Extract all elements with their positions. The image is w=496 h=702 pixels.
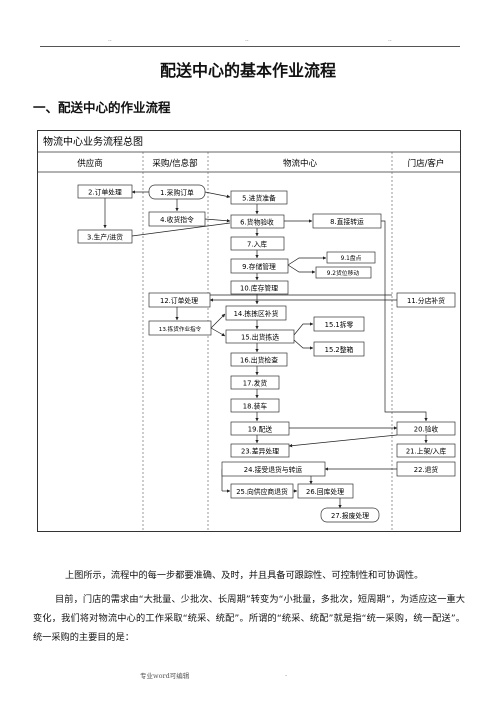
box-split-pieces: 15.1拆零 <box>325 320 354 329</box>
box-direct-transfer: 8.直接转运 <box>330 217 364 226</box>
box-store-replenish: 11.分店补货 <box>407 296 445 305</box>
header-mark: .. <box>108 36 112 43</box>
box-discrepancy: 23.差异处理 <box>241 447 279 456</box>
box-shelving: 21.上架/入库 <box>406 447 446 456</box>
box-loading: 18.装车 <box>243 402 268 411</box>
box-acceptance: 20.验收 <box>414 425 439 434</box>
box-warehousing: 7.入库 <box>247 240 267 249</box>
footer-right: . <box>285 670 288 678</box>
box-production-purchase: 3.生产/进货 <box>87 233 123 242</box>
figure-frame <box>37 130 461 532</box>
column-header-store: 门店/客户 <box>408 158 445 169</box>
box-receiving-instruction: 4.收货指令 <box>160 215 194 224</box>
box-stocktaking: 9.1盘点 <box>341 254 362 262</box>
header-mark: .. <box>245 36 249 43</box>
footer-left: 专业word可编辑 <box>140 672 190 680</box>
paragraph-2: 目前，门店的需求由“大批量、少批次、长周期”转变为“小批量，多批次，短周期”，为… <box>33 594 465 643</box>
column-header-purchasing: 采购/信息部 <box>152 158 198 169</box>
box-picking-instruction: 13.拣货作业指令 <box>159 325 202 333</box>
box-shipping: 17.发货 <box>243 379 268 388</box>
header-mark: .. <box>388 36 392 43</box>
box-picking-replenish: 14.拣拣区补货 <box>234 309 279 318</box>
column-header-logistics: 物流中心 <box>283 158 318 169</box>
figure-title: 物流中心业务流程总图 <box>43 135 143 148</box>
box-return-goods: 22.退货 <box>414 465 439 474</box>
box-order-processing: 2.订单处理 <box>88 188 122 197</box>
box-scrap: 27.报废处理 <box>331 511 369 520</box>
box-restock: 26.回库处理 <box>306 487 344 496</box>
box-outbound-check: 16.出货检查 <box>240 356 278 365</box>
box-storage-mgmt: 9.存储管理 <box>242 262 276 271</box>
box-goods-inspection: 6.货物验收 <box>240 218 274 227</box>
box-delivery: 19.配送 <box>248 425 273 434</box>
box-slot-relocation: 9.2货位移动 <box>327 269 360 277</box>
header-rule <box>40 46 460 47</box>
box-outbound-picking: 15.出货拣选 <box>241 333 279 342</box>
section-heading: 一、配送中心的作业流程 <box>33 100 171 115</box>
column-header-supplier: 供应商 <box>77 158 103 169</box>
box-returns-transfer: 24.接受退货与转运 <box>244 465 303 474</box>
box-receiving-prep: 5.进货准备 <box>242 194 276 203</box>
box-return-to-supplier: 25.向供应商退货 <box>236 487 288 496</box>
flowchart: 物流中心业务流程总图 供应商 采购/信息部 物流中心 门店/客户 <box>37 130 461 532</box>
paragraph-1: 上图所示，流程中的每一步都要准确、及时，并且具备可跟踪性、可控制性和可协调性。 <box>65 570 424 581</box>
doc-title: 配送中心的基本作业流程 <box>159 61 336 80</box>
box-inventory-mgmt: 10.库存管理 <box>240 284 278 293</box>
box-purchase-order: 1.采购订单 <box>160 188 194 197</box>
box-whole-case: 15.2整箱 <box>325 345 354 354</box>
box-order-processing-2: 12.订单处理 <box>160 296 198 305</box>
